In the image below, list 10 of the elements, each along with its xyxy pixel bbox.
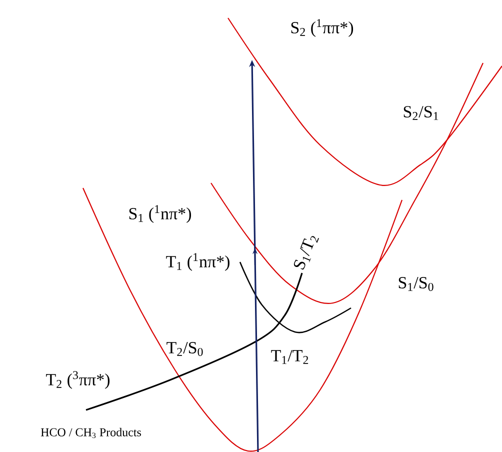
state-label: T$_{1}$/T$_{2}$ bbox=[271, 350, 308, 364]
state-label: S$_{1}$/T$_{2}$ bbox=[294, 236, 320, 270]
state-label: S$_{1}$/S$_{0}$ bbox=[398, 277, 434, 291]
state-label: S$_{1}$ ($^{1}$nπ*) bbox=[129, 205, 191, 223]
state-label: HCO / CH$_{3}$ Products bbox=[40, 428, 141, 438]
state-label: T$_{2}$ ($^{3}$ππ*) bbox=[46, 371, 110, 389]
state-label: T$_{1}$ ($^{1}$nπ*) bbox=[166, 253, 230, 271]
state-label: T$_{2}$/S$_{0}$ bbox=[166, 342, 203, 356]
state-label: S$_{2}$ ($^{1}$ππ*) bbox=[291, 19, 354, 37]
state-label: S$_{2}$/S$_{1}$ bbox=[404, 106, 438, 120]
